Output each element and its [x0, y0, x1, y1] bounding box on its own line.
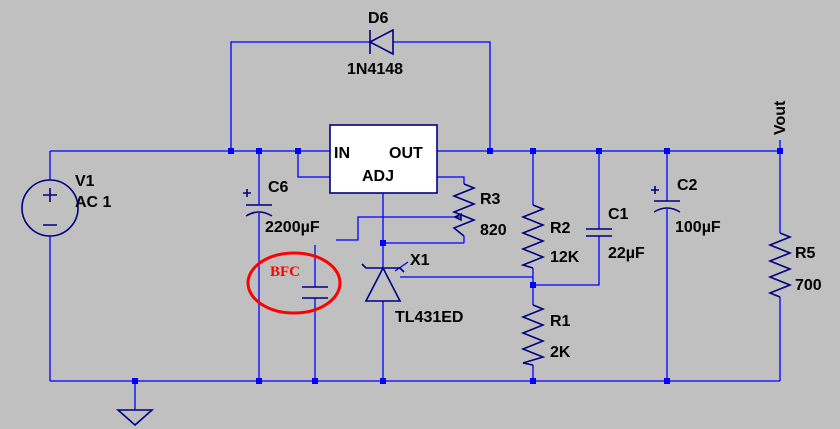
- regulator[interactable]: IN OUT ADJ: [329, 124, 438, 194]
- r1-zigzag: [520, 304, 546, 366]
- x1-lead: [394, 261, 409, 272]
- junction: [596, 148, 602, 154]
- r2-ref: R2: [550, 220, 571, 237]
- r2-zigzag: [520, 204, 546, 269]
- resistor-r1[interactable]: [520, 304, 546, 366]
- r3-wiper-arrow: [453, 212, 462, 222]
- resistor-r3[interactable]: [451, 183, 477, 237]
- c6-plate-minus: [245, 211, 273, 217]
- r3-zigzag: [451, 183, 477, 237]
- ground-symbol: [115, 409, 155, 427]
- x1-value: TL431ED: [395, 309, 463, 326]
- junction: [256, 378, 262, 384]
- junction: [777, 148, 783, 154]
- voltage-source-v1[interactable]: [21, 179, 79, 237]
- c6-ref: C6: [268, 179, 289, 196]
- junction: [256, 148, 262, 154]
- regulator-adj-label: ADJ: [362, 168, 394, 185]
- capacitor-c1[interactable]: [586, 228, 612, 237]
- capacitor-bfc[interactable]: [302, 286, 328, 299]
- v1-polarity-marks: [43, 188, 57, 226]
- r5-ref: R5: [795, 245, 816, 262]
- capacitor-c2[interactable]: [651, 186, 681, 213]
- c6-plus-mark: [243, 189, 251, 197]
- bfc-annotation-circle: [246, 251, 342, 315]
- junction: [664, 378, 670, 384]
- wire-adj-loop: [297, 151, 330, 178]
- vout-net-label: Vout: [772, 100, 789, 135]
- d6-ref: D6: [368, 10, 389, 27]
- d6-triangle: [368, 28, 394, 56]
- r1-ref: R1: [550, 313, 571, 330]
- capacitor-c6[interactable]: [243, 189, 273, 217]
- junction: [312, 378, 318, 384]
- junction: [530, 282, 536, 288]
- v1-ref: V1: [75, 173, 95, 190]
- x1-cathode-bar: [361, 263, 405, 273]
- junction: [664, 148, 670, 154]
- r5-zigzag: [767, 232, 793, 298]
- r2-value: 12K: [550, 249, 580, 266]
- resistor-r5[interactable]: [767, 232, 793, 298]
- shunt-regulator-x1[interactable]: [361, 263, 405, 302]
- junction: [132, 378, 138, 384]
- c1-plates: [586, 228, 612, 237]
- regulator-in-label: IN: [334, 145, 350, 162]
- r3-ref: R3: [480, 191, 501, 208]
- bfc-annotation-text: BFC: [270, 264, 300, 280]
- bfc-plates: [302, 286, 328, 299]
- junction: [487, 148, 493, 154]
- v1-value: AC 1: [75, 194, 112, 211]
- r1-value: 2K: [550, 344, 571, 361]
- c1-ref: C1: [608, 206, 629, 223]
- wires: [49, 41, 781, 410]
- x1-triangle: [364, 266, 402, 302]
- c2-plate-minus: [653, 207, 681, 213]
- v1-body: [21, 179, 79, 237]
- r5-value: 700: [795, 277, 822, 294]
- wire-r3-top: [437, 176, 465, 184]
- junctions: [132, 148, 783, 384]
- junction: [228, 148, 234, 154]
- x1-ref: X1: [410, 252, 430, 269]
- diode-d6[interactable]: [368, 28, 394, 56]
- regulator-out-label: OUT: [389, 145, 423, 162]
- c2-plus-mark: [651, 186, 659, 194]
- resistor-r2[interactable]: [520, 204, 546, 269]
- wire-c1: [533, 151, 600, 286]
- junction: [295, 148, 301, 154]
- wire-d6-loop: [230, 41, 491, 151]
- c1-value: 22µF: [608, 245, 645, 262]
- junction: [380, 240, 386, 246]
- r3-value: 820: [480, 222, 507, 239]
- d6-value: 1N4148: [347, 61, 403, 78]
- wire-bfc-link: [336, 216, 385, 241]
- c2-value: 100µF: [675, 219, 721, 236]
- junction: [530, 148, 536, 154]
- junction: [380, 378, 386, 384]
- c6-value: 2200µF: [265, 219, 320, 236]
- junction: [530, 378, 536, 384]
- regulator-body: [329, 124, 438, 194]
- c2-ref: C2: [677, 177, 698, 194]
